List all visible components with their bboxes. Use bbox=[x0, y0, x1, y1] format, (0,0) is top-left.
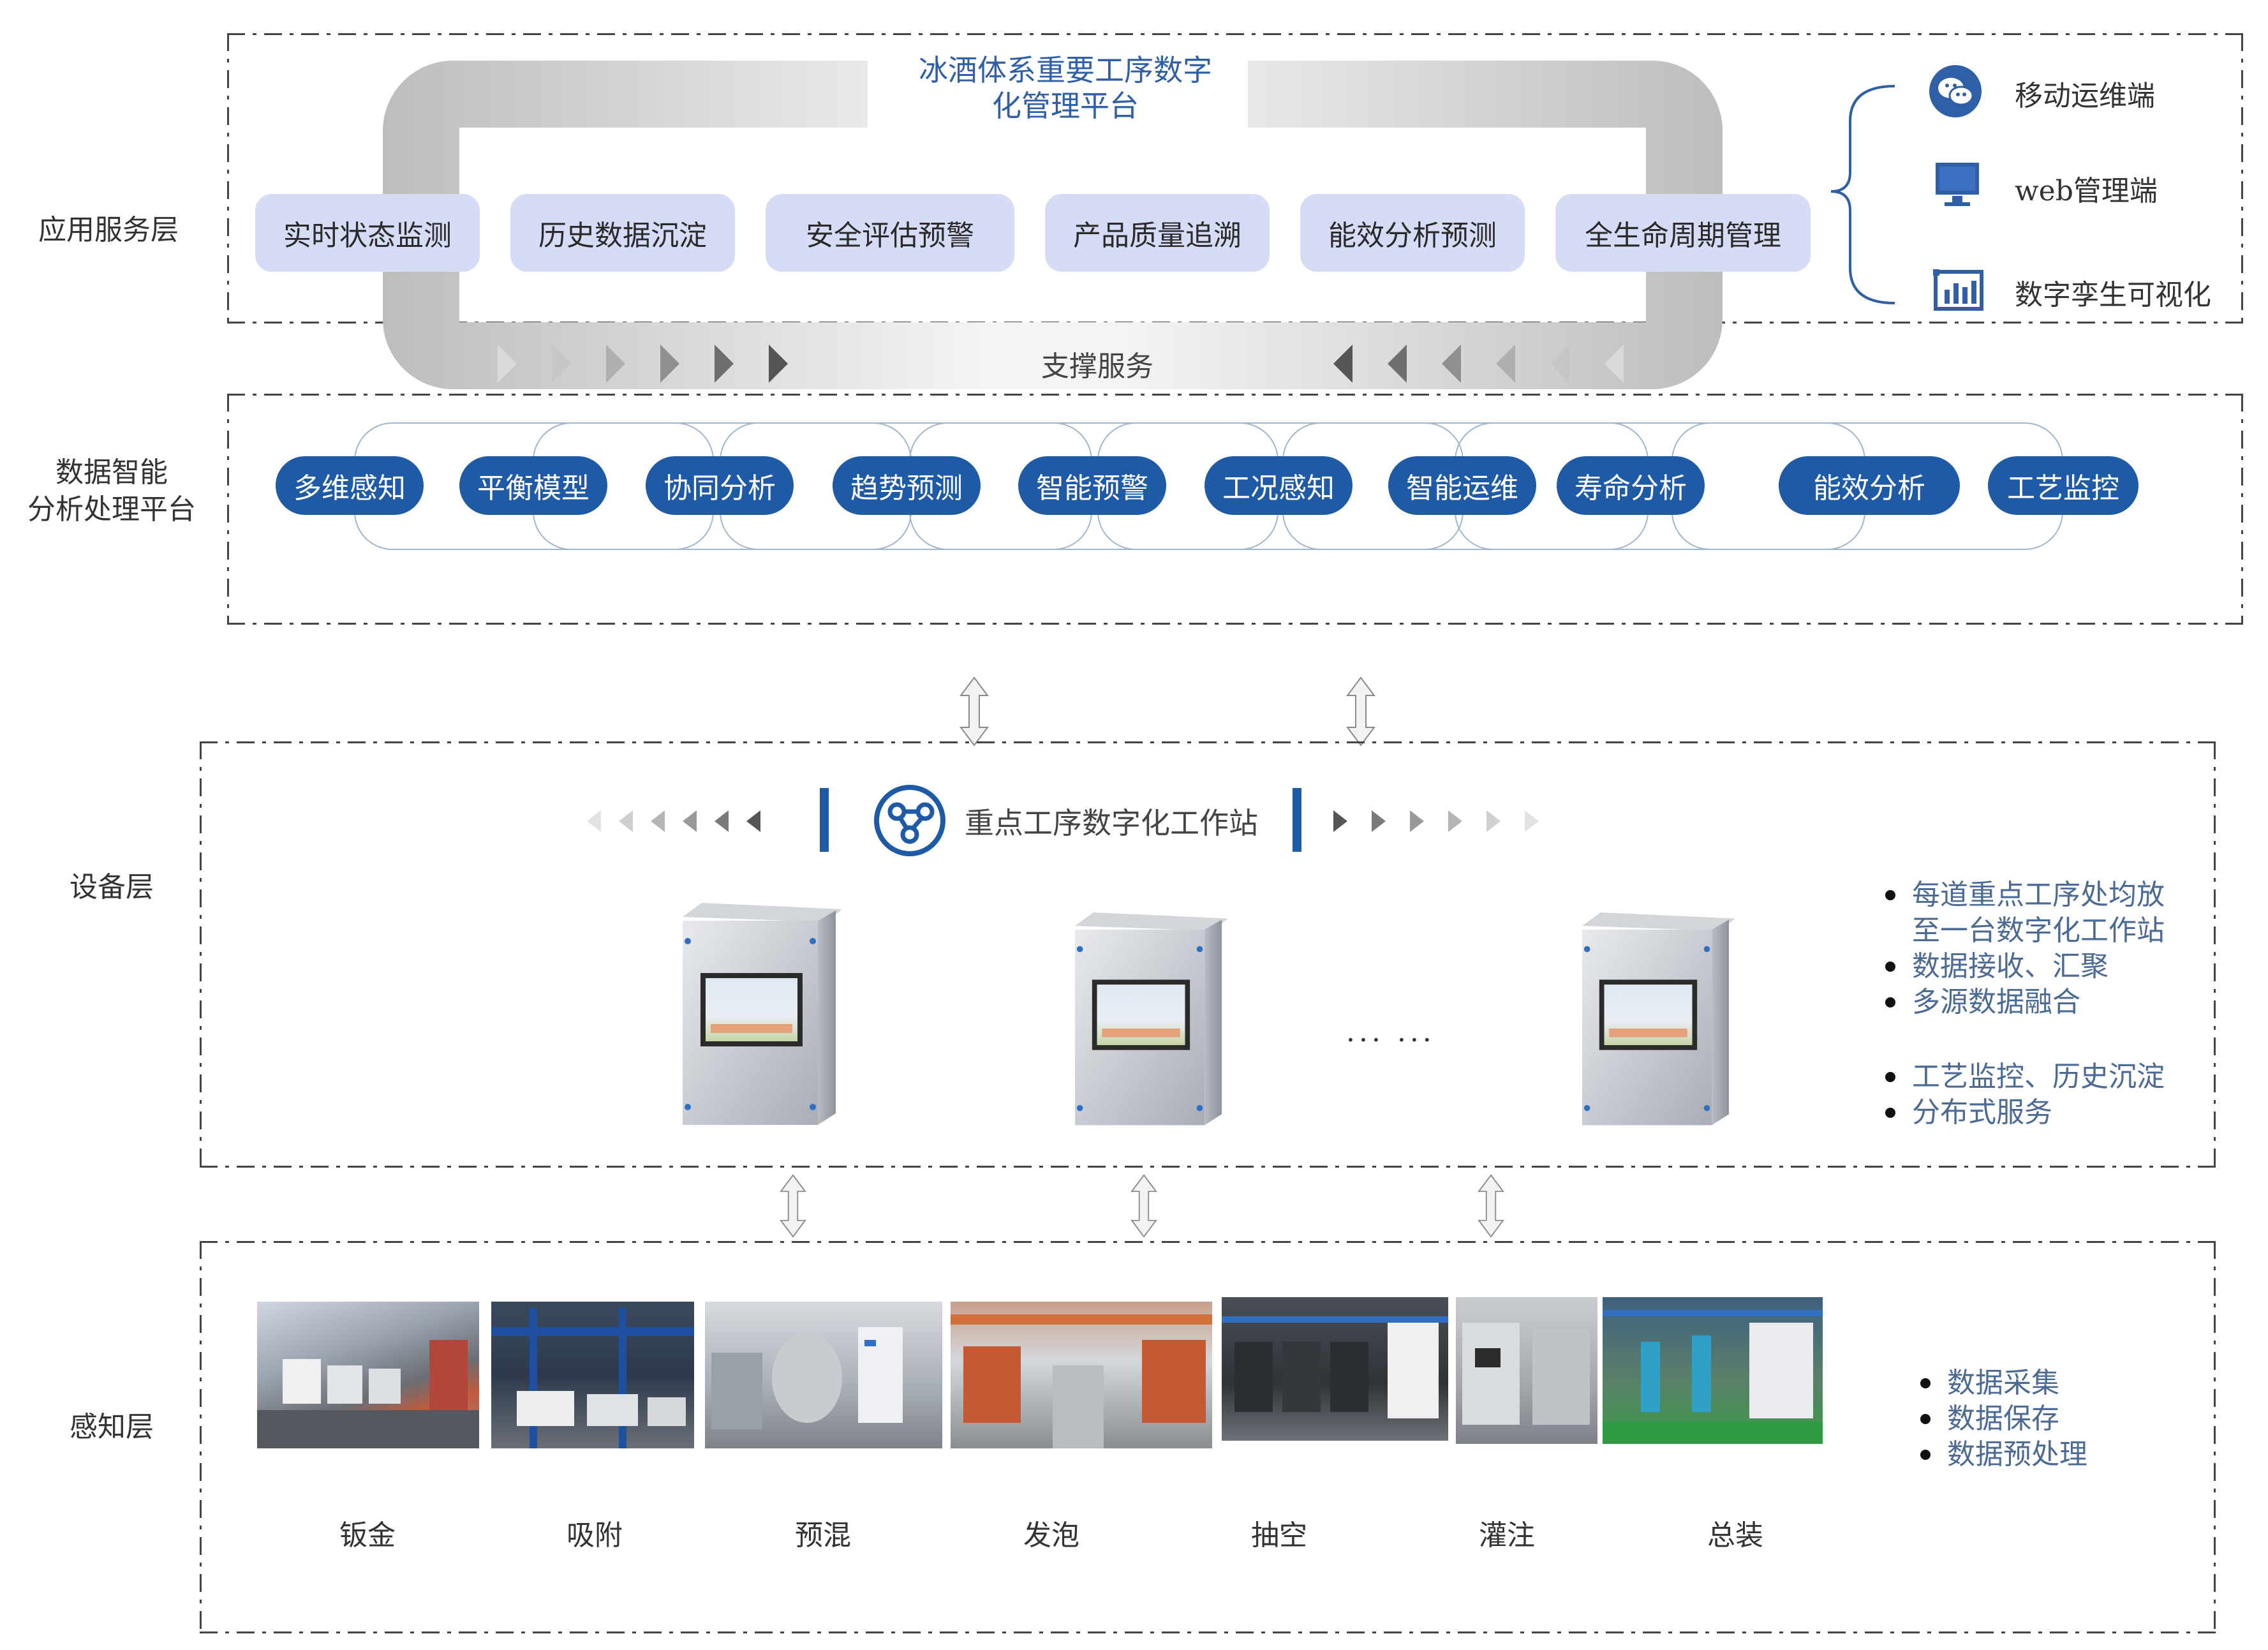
stage-label-adsorption: 吸附 bbox=[567, 1519, 623, 1552]
photo-premix bbox=[705, 1302, 942, 1448]
device-bullets-2: 工艺监控、历史沉淀 分布式服务 bbox=[1885, 1059, 2242, 1131]
device-bullet-item: 分布式服务 bbox=[1885, 1095, 2242, 1131]
device-bullets-1: 每道重点工序处均放 至一台数字化工作站 数据接收、汇聚 多源数据融合 bbox=[1885, 877, 2242, 1020]
client-web-label: web管理端 bbox=[2015, 175, 2158, 207]
device-bullet-item: 每道重点工序处均放 至一台数字化工作站 bbox=[1885, 877, 2242, 949]
analysis-module-energy-analysis[interactable]: 能效分析 bbox=[1779, 456, 1960, 515]
perception-layer-label: 感知层 bbox=[70, 1411, 154, 1443]
analysis-layer-label: 数据智能 分析处理平台 bbox=[27, 456, 196, 526]
photo-foaming bbox=[951, 1302, 1212, 1448]
updown-arrow-2 bbox=[1346, 676, 1375, 747]
analysis-module-life-analysis[interactable]: 寿命分析 bbox=[1557, 456, 1705, 515]
workstation-cabinet-1 bbox=[683, 903, 842, 1125]
photo-adsorption bbox=[491, 1302, 694, 1448]
stage-label-foaming: 发泡 bbox=[1023, 1519, 1079, 1552]
client-brace bbox=[1830, 85, 1895, 304]
perception-bullet-item: 数据采集 bbox=[1920, 1365, 2188, 1401]
monitor-icon bbox=[1936, 163, 1979, 206]
analysis-module-smart-maintenance[interactable]: 智能运维 bbox=[1388, 456, 1536, 515]
client-mobile[interactable]: 移动运维端 bbox=[1920, 64, 2252, 121]
stage-label-premix: 预混 bbox=[795, 1519, 851, 1552]
analysis-module-smart-warning[interactable]: 智能预警 bbox=[1018, 456, 1166, 515]
photo-sheet-metal bbox=[257, 1302, 479, 1448]
updown-arrow-1 bbox=[960, 676, 989, 747]
analysis-module-balance-model[interactable]: 平衡模型 bbox=[459, 456, 607, 515]
client-twin[interactable]: 数字孪生可视化 bbox=[1920, 262, 2265, 319]
stage-label-evacuation: 抽空 bbox=[1251, 1519, 1307, 1552]
network-node-icon bbox=[874, 785, 945, 856]
perception-bullets: 数据采集 数据保存 数据预处理 bbox=[1920, 1365, 2188, 1473]
ellipsis: ··· ··· bbox=[1346, 1024, 1435, 1057]
wechat-icon bbox=[1929, 65, 1982, 117]
workstation-arrows-right bbox=[1333, 810, 1539, 832]
perception-bullet-item: 数据预处理 bbox=[1920, 1437, 2188, 1473]
workstation-cabinet-2 bbox=[1075, 912, 1228, 1126]
application-layer-label: 应用服务层 bbox=[38, 214, 179, 246]
stage-label-pouring: 灌注 bbox=[1479, 1519, 1535, 1552]
device-layer-label: 设备层 bbox=[70, 871, 154, 903]
device-bullet-item: 工艺监控、历史沉淀 bbox=[1885, 1059, 2242, 1095]
client-mobile-label: 移动运维端 bbox=[2015, 80, 2155, 112]
photo-evacuation bbox=[1222, 1297, 1448, 1441]
platform-title: 冰酒体系重要工序数字 化管理平台 bbox=[919, 53, 1212, 123]
workstation-title: 重点工序数字化工作站 bbox=[965, 806, 1258, 840]
stage-label-sheet-metal: 钣金 bbox=[339, 1519, 396, 1552]
support-arrows-right bbox=[498, 345, 788, 383]
app-module-safety-warning[interactable]: 安全评估预警 bbox=[766, 194, 1014, 272]
app-module-energy-prediction[interactable]: 能效分析预测 bbox=[1300, 194, 1525, 272]
updown-arrow-5 bbox=[1478, 1174, 1504, 1238]
client-twin-label: 数字孪生可视化 bbox=[2015, 279, 2211, 311]
app-module-realtime-monitoring[interactable]: 实时状态监测 bbox=[255, 194, 480, 272]
updown-arrow-3 bbox=[780, 1174, 806, 1238]
analysis-module-collab-analysis[interactable]: 协同分析 bbox=[646, 456, 794, 515]
app-module-lifecycle-management[interactable]: 全生命周期管理 bbox=[1555, 194, 1811, 272]
analysis-module-condition-sensing[interactable]: 工况感知 bbox=[1204, 456, 1353, 515]
bar-chart-icon bbox=[1933, 269, 1983, 311]
stage-label-assembly: 总装 bbox=[1707, 1519, 1763, 1552]
support-arrows-left bbox=[1333, 345, 1624, 383]
updown-arrow-4 bbox=[1130, 1174, 1157, 1238]
support-loop-frame bbox=[383, 54, 1723, 389]
device-bullet-item: 多源数据融合 bbox=[1885, 985, 2242, 1020]
workstation-bar-left bbox=[820, 788, 829, 852]
analysis-module-trend-prediction[interactable]: 趋势预测 bbox=[833, 456, 981, 515]
client-web[interactable]: web管理端 bbox=[1920, 156, 2252, 214]
analysis-module-process-monitoring[interactable]: 工艺监控 bbox=[1988, 456, 2138, 515]
workstation-cabinet-3 bbox=[1582, 912, 1735, 1126]
device-bullet-item: 数据接收、汇聚 bbox=[1885, 949, 2242, 985]
analysis-module-multidim-sensing[interactable]: 多维感知 bbox=[276, 456, 424, 515]
perception-bullet-item: 数据保存 bbox=[1920, 1401, 2188, 1437]
workstation-bar-right bbox=[1293, 788, 1301, 852]
app-module-quality-tracing[interactable]: 产品质量追溯 bbox=[1045, 194, 1270, 272]
workstation-arrows-left bbox=[587, 810, 760, 832]
photo-pouring bbox=[1456, 1297, 1597, 1444]
app-module-history-data[interactable]: 历史数据沉淀 bbox=[510, 194, 735, 272]
photo-assembly bbox=[1603, 1297, 1823, 1444]
support-label: 支撑服务 bbox=[1041, 350, 1153, 383]
